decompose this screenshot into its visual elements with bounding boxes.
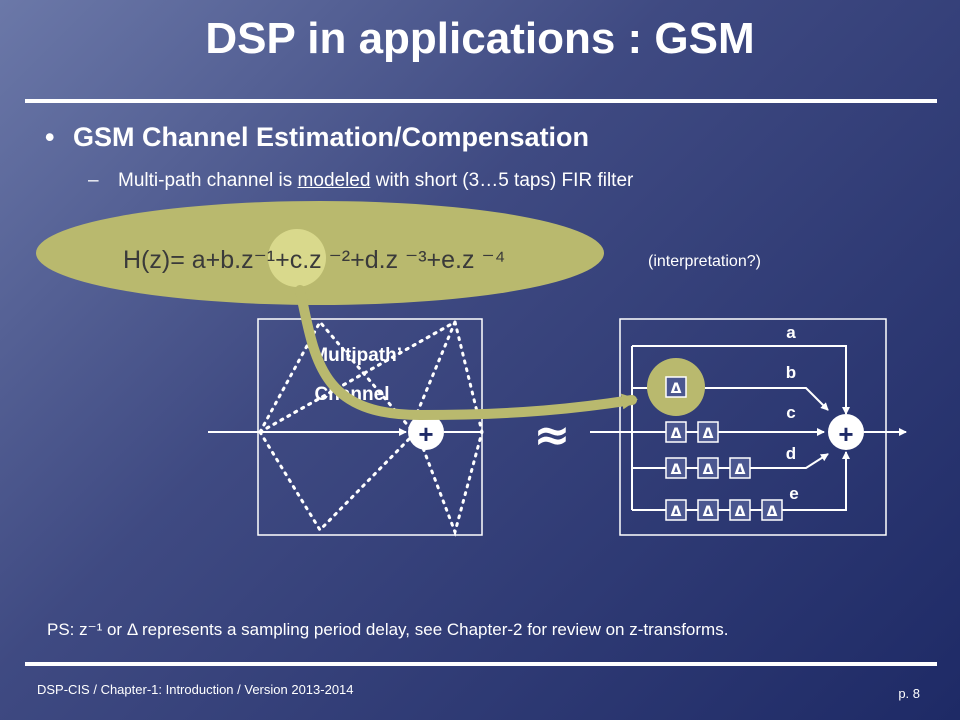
tap-label-e: e bbox=[789, 484, 798, 503]
channel-box bbox=[257, 318, 483, 536]
delay-block: Δ bbox=[697, 421, 719, 443]
bullet-sub-text-underlined: modeled bbox=[297, 170, 371, 191]
footer-rule bbox=[25, 662, 937, 666]
delay-block: Δ bbox=[729, 499, 751, 521]
delay-block: Δ bbox=[697, 499, 719, 521]
svg-text:Δ: Δ bbox=[703, 426, 714, 442]
svg-text:Δ: Δ bbox=[735, 462, 746, 478]
channel-adder bbox=[408, 414, 444, 450]
ps-note: PS: z⁻¹ or Δ represents a sampling perio… bbox=[47, 620, 729, 639]
focus-circle-formula bbox=[268, 229, 326, 287]
transfer-function-formula: H(z)= a+b.z⁻¹+c.z ⁻²+d.z ⁻³+e.z ⁻⁴ bbox=[123, 246, 505, 274]
delay-blocks: Δ Δ Δ Δ Δ Δ Δ Δ bbox=[665, 376, 783, 521]
approx-symbol: ≈ bbox=[534, 410, 571, 461]
delay-block: Δ bbox=[665, 499, 687, 521]
delay-block: Δ bbox=[761, 499, 783, 521]
delay-block: Δ bbox=[665, 457, 687, 479]
fir-adder bbox=[828, 414, 864, 450]
svg-text:Δ: Δ bbox=[671, 426, 682, 442]
fir-adder-plus: + bbox=[838, 419, 853, 449]
footer-text: DSP-CIS / Chapter-1: Introduction / Vers… bbox=[37, 682, 354, 697]
title-rule bbox=[25, 99, 937, 103]
bullet-main: • GSM Channel Estimation/Compensation bbox=[45, 122, 589, 153]
svg-text:Δ: Δ bbox=[671, 462, 682, 478]
interpretation-note: (interpretation?) bbox=[648, 253, 761, 270]
bullet-sub-text-pre: Multi-path channel is bbox=[118, 170, 298, 191]
svg-text:Δ: Δ bbox=[767, 504, 778, 520]
channel-adder-plus: + bbox=[418, 419, 433, 449]
tap-label-d: d bbox=[786, 444, 796, 463]
bullet-main-text: GSM Channel Estimation/Compensation bbox=[73, 122, 590, 152]
svg-text:Δ: Δ bbox=[703, 462, 714, 478]
bullet-sub-text-post: with short (3…5 taps) FIR filter bbox=[370, 170, 634, 191]
svg-text:Δ: Δ bbox=[671, 504, 682, 520]
page-number: p. 8 bbox=[898, 686, 920, 701]
delay-block: Δ bbox=[665, 421, 687, 443]
bullet-sub: –Multi-path channel is modeled with shor… bbox=[88, 170, 633, 192]
bullet-dash: – bbox=[88, 170, 99, 191]
delay-block: Δ bbox=[665, 376, 687, 398]
svg-text:Δ: Δ bbox=[735, 504, 746, 520]
highlight-arrow bbox=[295, 285, 638, 421]
tap-label-b: b bbox=[786, 363, 796, 382]
tap-label-a: a bbox=[786, 323, 796, 342]
delay-block: Δ bbox=[729, 457, 751, 479]
delay-block: Δ bbox=[697, 457, 719, 479]
slide-title: DSP in applications : GSM bbox=[205, 14, 755, 63]
tap-label-c: c bbox=[786, 403, 795, 422]
svg-text:Δ: Δ bbox=[671, 381, 682, 397]
fir-box bbox=[619, 318, 887, 536]
svg-text:Δ: Δ bbox=[703, 504, 714, 520]
bullet-dot: • bbox=[45, 122, 55, 152]
channel-label-line1: `Multipath’ bbox=[306, 345, 402, 366]
